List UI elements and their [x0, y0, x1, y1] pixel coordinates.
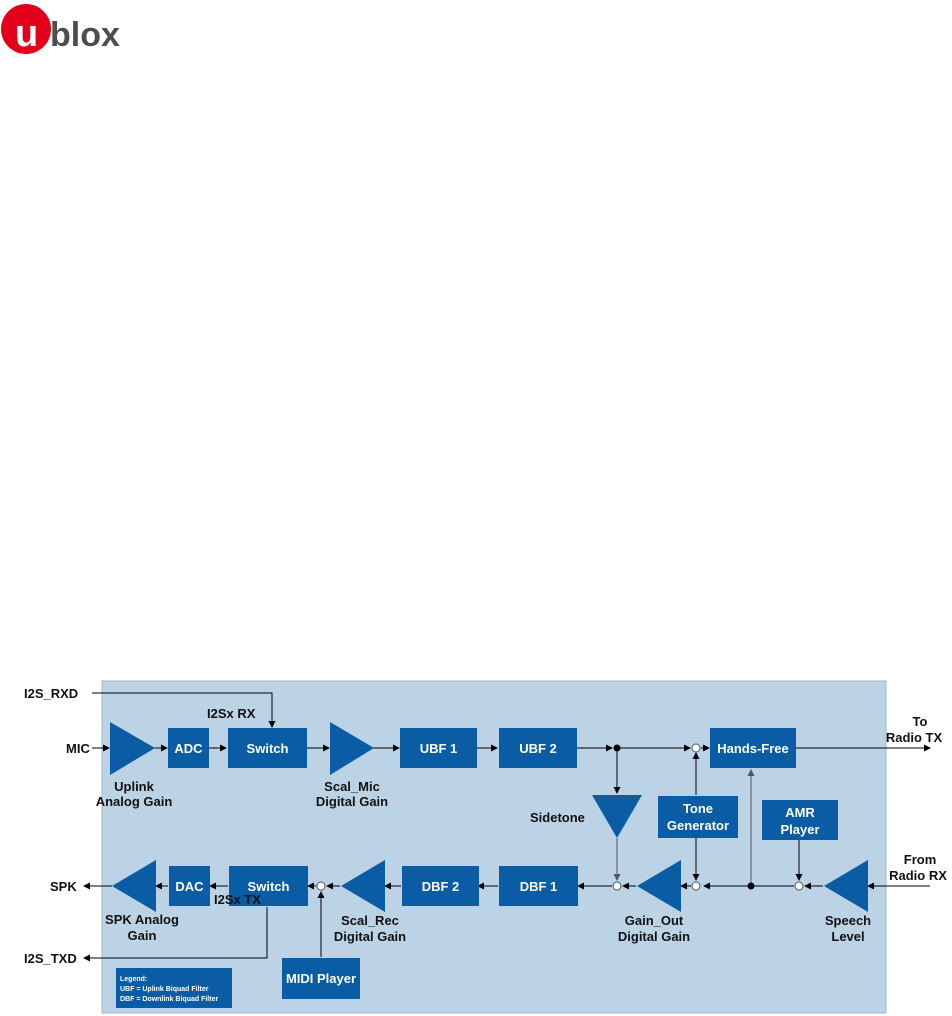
block-switch-uplink-label: Switch [247, 741, 289, 756]
label-scal-rec-line1: Scal_Rec [341, 913, 399, 928]
gain-out-triangle [637, 860, 681, 912]
junction-node-uplink [613, 744, 621, 752]
block-ubf1: UBF 1 [400, 728, 477, 768]
block-switch-downlink-label: Switch [248, 879, 290, 894]
logo-letters-blox: blox [50, 16, 120, 54]
scal-mic-gain-triangle [330, 722, 374, 775]
block-dbf2: DBF 2 [402, 866, 479, 906]
signal-mic: MIC [66, 741, 90, 756]
ublox-logo: u blox [1, 4, 120, 55]
label-scal-mic-line1: Scal_Mic [324, 779, 380, 794]
wire-i2s-txd [83, 907, 268, 962]
label-uplink-gain-line2: Analog Gain [96, 794, 173, 809]
sum-node-amr [794, 881, 804, 891]
block-dbf1-label: DBF 1 [520, 879, 558, 894]
label-i2sx-rx: I2Sx RX [207, 706, 256, 721]
block-ubf2-label: UBF 2 [519, 741, 557, 756]
block-hands-free-label: Hands-Free [717, 741, 789, 756]
block-tone-generator-line2: Generator [667, 818, 729, 833]
sum-node-midi [316, 881, 326, 891]
label-sidetone: Sidetone [530, 810, 585, 825]
label-gain-out-line2: Digital Gain [618, 929, 690, 944]
block-ubf2: UBF 2 [499, 728, 577, 768]
label-uplink-gain-line1: Uplink [114, 779, 154, 794]
block-dbf2-label: DBF 2 [422, 879, 460, 894]
sum-node-tone-downlink [691, 881, 701, 891]
speech-level-triangle [824, 860, 868, 912]
legend-line-dbf: DBF = Downlink Biquad Filter [120, 996, 218, 1003]
signal-to-radio-tx-line2: Radio TX [886, 730, 943, 745]
block-dbf1: DBF 1 [499, 866, 578, 906]
block-dac: DAC [169, 866, 210, 906]
block-dac-label: DAC [175, 879, 204, 894]
block-hands-free: Hands-Free [710, 728, 796, 768]
sum-node-sidetone [612, 881, 622, 891]
label-scal-rec-line2: Digital Gain [334, 929, 406, 944]
block-amr-player: AMR Player [762, 800, 838, 840]
block-adc: ADC [168, 728, 209, 768]
block-amr-player-line2: Player [780, 822, 819, 837]
sum-node-tone-uplink [691, 743, 701, 753]
block-tone-generator-line1: Tone [683, 801, 713, 816]
uplink-analog-gain-triangle [110, 722, 155, 775]
legend-title: Legend: [120, 976, 147, 983]
block-ubf1-label: UBF 1 [420, 741, 458, 756]
sidetone-triangle [592, 795, 642, 838]
signal-from-radio-rx-line1: From [904, 852, 937, 867]
block-tone-generator: Tone Generator [658, 796, 738, 838]
block-midi-player-label: MIDI Player [286, 971, 356, 986]
block-midi-player: MIDI Player [282, 958, 360, 999]
label-spk-gain-line2: Gain [128, 928, 157, 943]
label-gain-out-line1: Gain_Out [625, 913, 684, 928]
spk-analog-gain-triangle [112, 860, 156, 912]
label-scal-mic-line2: Digital Gain [316, 794, 388, 809]
scal-rec-gain-triangle [341, 860, 385, 912]
signal-from-radio-rx-line2: Radio RX [889, 868, 947, 883]
label-spk-gain-line1: SPK Analog [105, 912, 179, 927]
logo-red-circle [1, 4, 51, 54]
label-i2sx-tx: I2Sx TX [214, 892, 261, 907]
block-switch-uplink: Switch [228, 728, 307, 768]
block-switch-downlink: Switch [229, 866, 308, 906]
signal-spk: SPK [50, 879, 77, 894]
signal-to-radio-tx-line1: To [913, 714, 928, 729]
signal-i2s-txd: I2S_TXD [24, 951, 77, 966]
legend-box: Legend: UBF = Uplink Biquad Filter DBF =… [116, 968, 232, 1008]
wire-i2s-rxd [92, 692, 276, 728]
legend-line-ubf: UBF = Uplink Biquad Filter [120, 986, 209, 993]
label-speech-level-line2: Level [831, 929, 864, 944]
signal-i2s-rxd: I2S_RXD [24, 686, 78, 701]
uplink-wires [92, 692, 931, 795]
label-speech-level-line1: Speech [825, 913, 871, 928]
block-amr-player-line1: AMR [785, 805, 815, 820]
logo-letter-u: u [15, 13, 38, 55]
junction-node-downlink [747, 882, 755, 890]
block-adc-label: ADC [174, 741, 203, 756]
